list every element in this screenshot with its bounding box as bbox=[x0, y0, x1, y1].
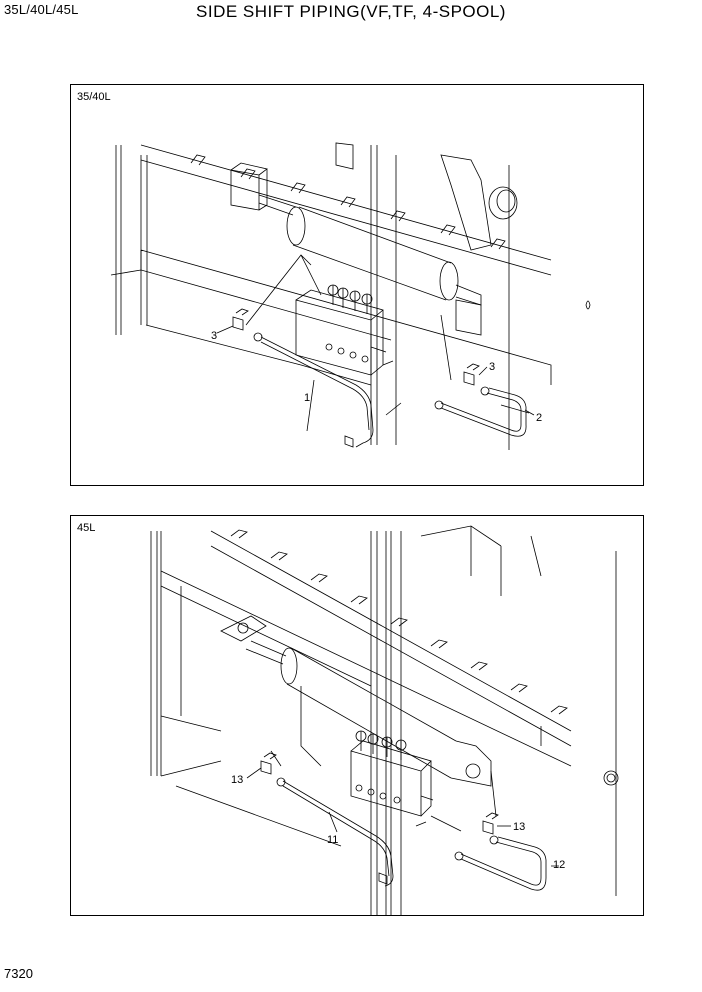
callout-13b: 13 bbox=[513, 821, 525, 833]
callout-12: 12 bbox=[553, 859, 565, 871]
callout-13a: 13 bbox=[231, 774, 243, 786]
callout-3b: 3 bbox=[489, 361, 495, 373]
panel-label-45l: 45L bbox=[77, 522, 96, 534]
page-number: 7320 bbox=[4, 966, 33, 981]
panel-label-35-40l: 35/40L bbox=[77, 91, 111, 103]
diagram-panel-45l: 13 13 11 12 45L bbox=[70, 515, 644, 916]
callout-2: 2 bbox=[536, 412, 542, 424]
diagram-panel-35-40l: 3 3 1 2 35/40L bbox=[70, 84, 644, 486]
callout-1: 1 bbox=[304, 392, 310, 404]
piping-diagram-35-40l: 3 3 1 2 bbox=[110, 142, 591, 450]
piping-diagram-45l: 13 13 11 12 bbox=[150, 525, 619, 915]
callout-3a: 3 bbox=[211, 330, 217, 342]
callout-11: 11 bbox=[327, 834, 338, 846]
page-title: SIDE SHIFT PIPING(VF,TF, 4-SPOOL) bbox=[196, 2, 506, 21]
model-code: 35L/40L/45L bbox=[4, 2, 79, 17]
